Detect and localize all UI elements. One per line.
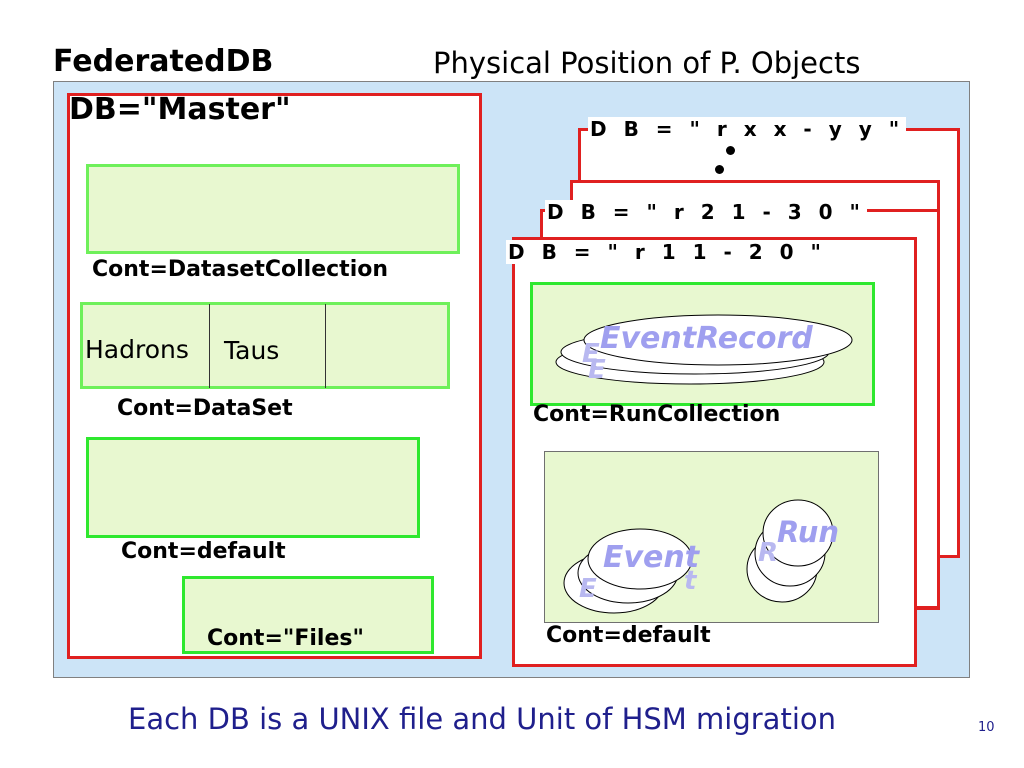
svg-text:E: E [582,339,600,369]
db-tag-r21-30: D B = " r 2 1 - 3 0 " [545,200,867,224]
files-container [182,576,434,654]
svg-text:E: E [588,355,606,385]
run-collection-label: Cont=RunCollection [533,402,781,427]
dataset-cell-taus: Taus [224,336,280,365]
event-record-label: EventRecord [600,321,813,356]
svg-text:E: E [579,574,597,604]
dataset-collection-label: Cont=DatasetCollection [92,257,389,282]
footer-text: Each DB is a UNIX file and Unit of HSM m… [128,702,837,736]
db-tag-r11-20: D B = " r 1 1 - 2 0 " [506,240,828,264]
dataset-cell-divider [325,304,326,388]
dataset-cell-hadrons: Hadrons [85,335,189,364]
dataset-collection-container [86,164,460,254]
page-number: 10 [978,720,995,735]
svg-text:t: t [684,566,698,596]
event-record-stack: E E [555,314,853,385]
master-db-label: DB="Master" [69,92,291,127]
ellipsis-dot [726,146,735,155]
db-default-label: Cont=default [546,623,711,648]
event-label: Event [603,540,700,575]
event-run-stacks: E t R [563,499,834,614]
db-tag-rxx-yy: D B = " r x x - y y " [588,117,907,141]
run-label: Run [777,515,840,549]
master-default-label: Cont=default [121,539,286,564]
dataset-label: Cont=DataSet [117,396,293,421]
dataset-cell-divider [209,304,210,388]
master-default-container [86,437,420,538]
dataset-container [80,302,450,389]
svg-text:R: R [758,538,778,568]
federateddb-title: FederatedDB [53,44,274,79]
physical-position-title: Physical Position of P. Objects [433,46,861,80]
ellipsis-dot [715,165,724,174]
files-label: Cont="Files" [207,626,364,651]
